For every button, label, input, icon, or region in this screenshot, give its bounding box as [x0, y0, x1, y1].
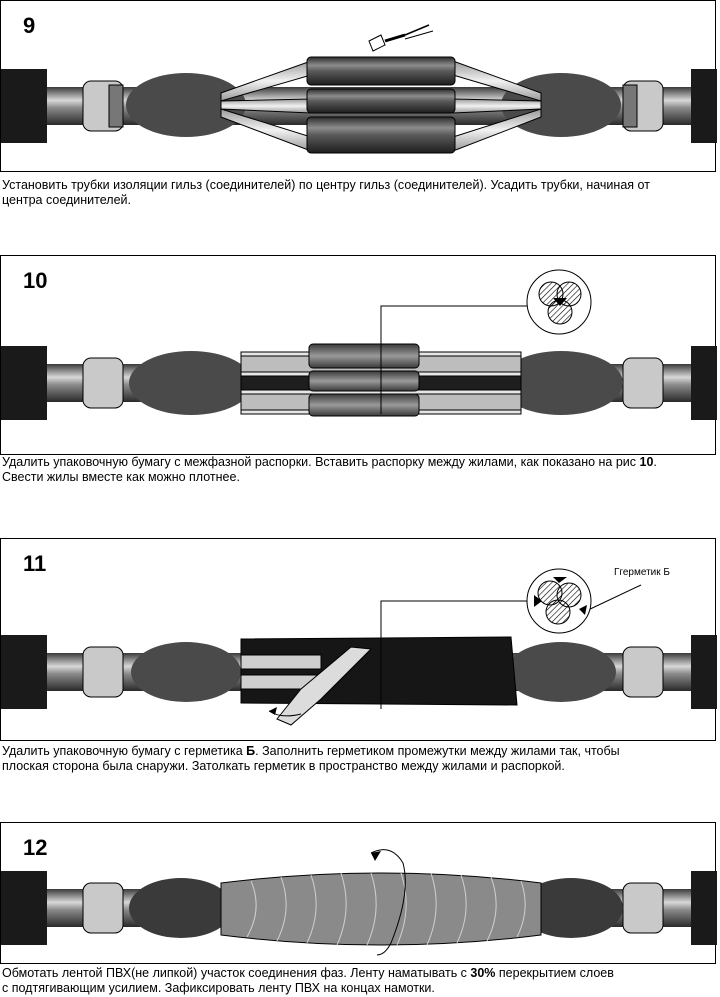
step-12-illustration	[1, 849, 717, 956]
caption-line: плоская сторона была снаружи. Затолкать …	[2, 759, 565, 773]
step-number: 12	[23, 835, 48, 860]
step-12-caption: Обмотать лентой ПВХ(не липкой) участок с…	[2, 966, 716, 996]
sleeve-top	[306, 56, 456, 86]
bulge-right	[506, 642, 616, 702]
sleeve-mid	[306, 88, 456, 114]
step-9-caption: Установить трубки изоляции гильз (соедин…	[2, 178, 716, 208]
peel-arrowhead	[269, 707, 277, 715]
step-number: 11	[23, 551, 47, 576]
cable-end-right	[691, 871, 717, 945]
armor-right	[622, 357, 664, 409]
caption-text: перекрытием слоев	[495, 966, 614, 980]
cable-end-left	[1, 346, 47, 420]
armor-left	[82, 646, 124, 698]
sleeve-mid	[308, 370, 420, 392]
pvc-tape-wrap	[220, 872, 542, 946]
cross-section-icon	[526, 269, 592, 335]
cable-end-left	[1, 69, 47, 143]
caption-bold: Б	[246, 744, 256, 758]
armor-left	[82, 357, 124, 409]
heat-torch-icon	[368, 24, 434, 52]
armor-right	[622, 882, 664, 934]
sleeve-top	[308, 343, 420, 369]
armor-left	[82, 882, 124, 934]
caption-line: Свести жилы вместе как можно плотнее.	[2, 470, 240, 484]
caption-line: Удалить упаковочную бумагу с межфазной р…	[2, 455, 716, 470]
armor-right	[622, 646, 664, 698]
step-11-caption: Удалить упаковочную бумагу с герметика Б…	[2, 744, 716, 774]
caption-line: Установить трубки изоляции гильз (соедин…	[2, 178, 650, 192]
caption-text: .	[653, 455, 657, 469]
step-11-illustration	[1, 568, 717, 726]
bulge-left	[129, 351, 253, 415]
leader-line	[380, 600, 529, 709]
sleeve-bot	[306, 116, 456, 154]
caption-text: Удалить упаковочную бумагу с межфазной р…	[2, 455, 640, 469]
step-number: 9	[23, 13, 36, 38]
rotation-arrow-icon	[370, 849, 406, 956]
sleeve-bot	[308, 393, 420, 417]
cable-end-right	[691, 346, 717, 420]
cross-section-icon	[526, 568, 592, 634]
cable-end-right	[691, 635, 717, 709]
caption-line: Удалить упаковочную бумагу с герметика Б…	[2, 744, 716, 759]
clamp-left	[108, 84, 124, 128]
cable-end-left	[1, 635, 47, 709]
step-9-panel: 9	[0, 0, 717, 172]
sealant-wrap	[240, 636, 518, 706]
sealant-callout-label: Ггерметик Б	[614, 567, 670, 578]
step-9-illustration	[1, 24, 717, 154]
step-number: 10	[23, 268, 48, 293]
tape-spiral-lines	[246, 872, 526, 946]
step-10-illustration	[1, 269, 717, 420]
clamp-right	[622, 84, 638, 128]
step-10-panel: 10	[0, 255, 717, 455]
caption-line: Обмотать лентой ПВХ(не липкой) участок с…	[2, 966, 716, 981]
bulge-left	[126, 73, 246, 137]
caption-line: с подтягивающим усилием. Зафиксировать л…	[2, 981, 435, 995]
caption-text: Обмотать лентой ПВХ(не липкой) участок с…	[2, 966, 471, 980]
sealant-peel	[276, 646, 373, 726]
caption-bold: 10	[639, 455, 654, 469]
caption-bold: 30%	[470, 966, 496, 980]
cable-end-left	[1, 871, 47, 945]
caption-text: Удалить упаковочную бумагу с герметика	[2, 744, 247, 758]
core-exposed	[240, 654, 322, 670]
step-11-panel: 11 Ггерметик Б	[0, 538, 717, 741]
caption-line: центра соединителей.	[2, 193, 131, 207]
callout-leader	[585, 584, 642, 612]
cable-end-right	[691, 69, 717, 143]
bulge-right	[499, 351, 623, 415]
leader-line	[380, 305, 529, 414]
bulge-right	[519, 878, 623, 938]
bulge-left	[131, 642, 241, 702]
caption-text: . Заполнить герметиком промежутки между …	[255, 744, 620, 758]
step-12-panel: 12	[0, 822, 717, 964]
bulge-left	[129, 878, 233, 938]
step-10-caption: Удалить упаковочную бумагу с межфазной р…	[2, 455, 716, 485]
